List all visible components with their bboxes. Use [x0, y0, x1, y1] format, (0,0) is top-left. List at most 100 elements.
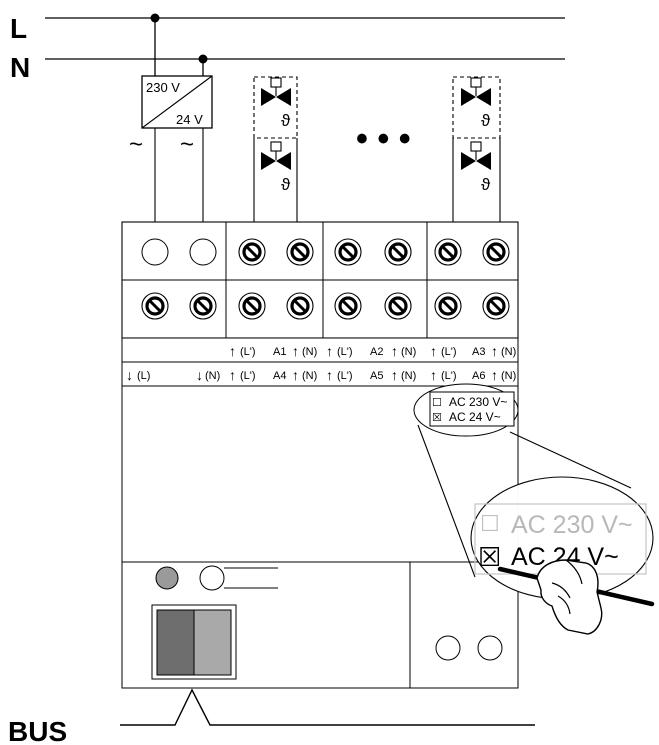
terminal-n-label: (N)	[302, 370, 317, 382]
magnified-checkbox-230-icon: ☐	[480, 511, 500, 536]
checkbox-24-icon: ☒	[432, 412, 442, 424]
arrow-up: ↑	[430, 343, 437, 359]
bus-label: BUS	[8, 716, 67, 745]
hand-with-pen-icon	[497, 559, 655, 635]
terminal-label-row-2	[121, 361, 519, 387]
terminal-labels-row1: ↑ (L') A1 ↑ (N) ↑ (L') A2 ↑ (N) ↑ (L') A…	[229, 343, 516, 359]
channel-label-a6: A6	[472, 370, 485, 382]
screw-terminal	[334, 292, 362, 320]
channel-label-a3: A3	[472, 346, 485, 358]
mains-lines: L N	[10, 13, 565, 83]
test-socket	[477, 635, 503, 661]
arrow-up: ↑	[229, 343, 236, 359]
magnifier-cone	[417, 424, 632, 578]
magnified-checkbox-24-icon: ☒	[478, 542, 501, 572]
voltage-select-small: ☐ AC 230 V~ ☒ AC 24 V~	[413, 383, 519, 437]
channel-label-a1: A1	[273, 346, 286, 358]
screw-terminal	[189, 292, 217, 320]
terminal-l-label: (L')	[240, 346, 256, 358]
more-channels-ellipsis: • • •	[356, 120, 411, 158]
screw-terminal	[482, 238, 510, 266]
arrow-down: ↓	[126, 367, 133, 383]
screw-terminal	[238, 292, 266, 320]
screw-terminal	[434, 238, 462, 266]
thermo-symbol: ϑ	[481, 111, 491, 130]
voltage-label-frame	[429, 391, 515, 427]
arrow-up: ↑	[491, 367, 498, 383]
empty-terminal	[189, 238, 217, 266]
arrow-up: ↑	[326, 343, 333, 359]
programming-button	[199, 565, 225, 591]
supply-l-label: (L)	[137, 370, 150, 382]
arrow-down: ↓	[196, 367, 203, 383]
channel-label-a4: A4	[273, 370, 286, 382]
line-label-n: N	[10, 52, 30, 83]
line-label-l: L	[10, 13, 27, 44]
ac-symbol-left: ~	[129, 131, 143, 158]
terminal-l-label: (L')	[441, 370, 457, 382]
valve-group-a1: ϑ ϑ	[253, 76, 298, 222]
screw-terminal	[141, 292, 169, 320]
arrow-up: ↑	[391, 367, 398, 383]
screw-terminal	[384, 238, 412, 266]
optional-valve-frame	[452, 76, 501, 139]
status-led	[155, 566, 179, 590]
screw-terminal	[434, 292, 462, 320]
valve-group-a3: ϑ ϑ	[452, 76, 501, 222]
terminal-l-label: (L')	[337, 370, 353, 382]
checkbox-230-icon: ☐	[432, 397, 442, 409]
thermo-symbol: ϑ	[281, 175, 291, 194]
bus-terminal-light	[193, 609, 232, 676]
terminal-n-label: (N)	[501, 370, 516, 382]
terminal-label-row-1	[121, 337, 519, 363]
screw-terminal	[286, 292, 314, 320]
device-controls	[151, 565, 503, 680]
screw-terminal	[384, 292, 412, 320]
supply-n-label: (N)	[205, 370, 220, 382]
terminal-labels-row2: ↓ (L) ↓ (N) ↑ (L') A4 ↑ (N) ↑ (L') A5 ↑ …	[126, 367, 516, 383]
arrow-up: ↑	[430, 367, 437, 383]
arrow-up: ↑	[292, 343, 299, 359]
terminal-l-label: (L')	[240, 370, 256, 382]
screw-terminal	[286, 238, 314, 266]
arrow-up: ↑	[292, 367, 299, 383]
screw-terminals	[141, 238, 510, 320]
arrow-up: ↑	[491, 343, 498, 359]
valve-icon	[261, 141, 291, 170]
screw-terminal	[238, 238, 266, 266]
ac-symbol-right: ~	[180, 131, 194, 158]
option-230-label: AC 230 V~	[449, 395, 507, 409]
optional-valve-frame	[253, 76, 298, 139]
voltage-select-magnified: ☐ AC 230 V~ ☒ AC 24 V~	[470, 476, 655, 635]
bus-terminal-dark	[156, 609, 195, 676]
thermo-symbol: ϑ	[281, 111, 291, 130]
magnified-option-230-label: AC 230 V~	[511, 511, 633, 539]
arrow-up: ↑	[326, 367, 333, 383]
terminal-n-label: (N)	[401, 370, 416, 382]
channel-label-a5: A5	[370, 370, 383, 382]
terminal-n-label: (N)	[302, 346, 317, 358]
arrow-up: ↑	[391, 343, 398, 359]
screw-terminal	[482, 292, 510, 320]
bus-wire	[120, 688, 535, 726]
channel-label-a2: A2	[370, 346, 383, 358]
test-socket	[435, 635, 461, 661]
valve-icon	[461, 77, 491, 106]
terminal-n-label: (N)	[501, 346, 516, 358]
transformer: 230 V 24 V ~ ~	[129, 75, 213, 158]
transformer-diagonal	[141, 75, 213, 129]
transformer-input-label: 230 V	[146, 80, 180, 95]
thermo-symbol: ϑ	[481, 175, 491, 194]
terminal-l-label: (L')	[337, 346, 353, 358]
arrow-up: ↑	[229, 367, 236, 383]
transformer-output-label: 24 V	[176, 112, 203, 127]
valve-icon	[461, 141, 491, 170]
bus-line: BUS	[8, 688, 535, 745]
screw-terminal	[334, 238, 362, 266]
empty-terminal	[141, 238, 169, 266]
valve-icon	[261, 77, 291, 106]
option-24-label: AC 24 V~	[449, 410, 501, 424]
terminal-l-label: (L')	[441, 346, 457, 358]
terminal-n-label: (N)	[401, 346, 416, 358]
